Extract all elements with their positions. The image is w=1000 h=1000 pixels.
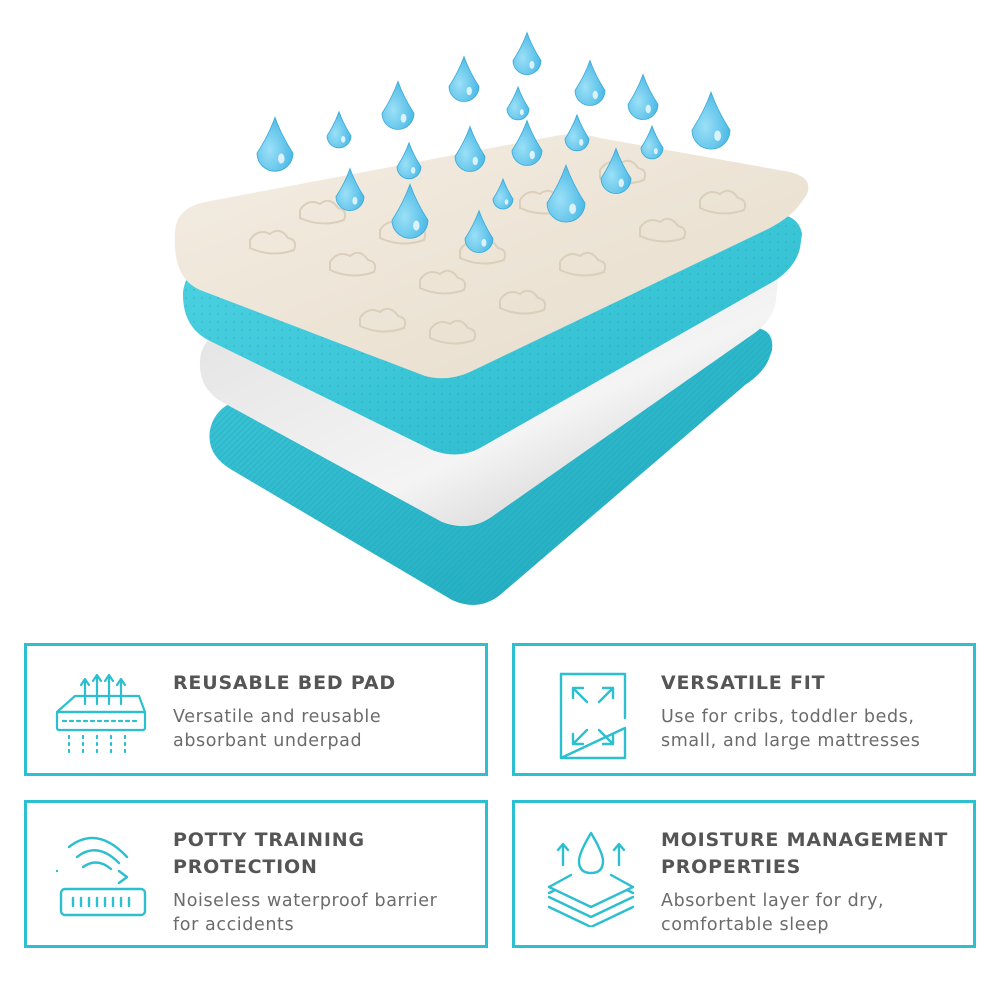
feature-card-versatile-fit: VERSATILE FIT Use for cribs, toddler bed… (512, 643, 976, 776)
mattress-breathable-icon (55, 673, 147, 756)
water-drop-highlight (352, 196, 358, 205)
feature-description: Noiseless waterproof barrier for acciden… (173, 891, 438, 935)
water-drop-highlight (413, 220, 420, 231)
water-drop-icon (511, 119, 543, 166)
water-drop-highlight (481, 238, 487, 247)
water-drop-highlight (645, 104, 651, 114)
water-drop-highlight (411, 167, 416, 174)
water-drop-icon (640, 124, 664, 160)
feature-card-moisture: MOISTURE MANAGEMENT PROPERTIES Absorbent… (512, 800, 976, 948)
water-drop-icon (627, 73, 659, 120)
water-drop-highlight (529, 150, 535, 160)
water-drop-icon (691, 90, 731, 150)
water-drop-highlight (529, 60, 535, 69)
water-drop-icon (512, 31, 542, 75)
feature-title: POTTY TRAINING PROTECTION (173, 829, 365, 878)
feature-card-reusable: REUSABLE BED PAD Versatile and reusable … (24, 643, 488, 776)
water-drop-icon (396, 141, 422, 180)
water-drop-highlight (714, 130, 722, 142)
water-drop-highlight (653, 148, 658, 155)
silent-pad-icon (55, 836, 147, 917)
water-drop-highlight (579, 139, 584, 146)
feature-title: MOISTURE MANAGEMENT PROPERTIES (661, 829, 949, 878)
water-drop-icon (574, 59, 606, 106)
water-drop-highlight (278, 153, 285, 164)
water-drop-highlight (519, 109, 524, 116)
water-drop-icon (448, 55, 480, 102)
feature-description: Absorbent layer for dry, comfortable sle… (661, 891, 885, 935)
moisture-layers-icon (547, 831, 635, 927)
feature-description: Use for cribs, toddler beds, small, and … (661, 707, 921, 751)
feature-card-potty-training: POTTY TRAINING PROTECTION Noiseless wate… (24, 800, 488, 948)
water-drop-icon (564, 113, 590, 152)
water-drop-highlight (400, 113, 407, 123)
feature-title: REUSABLE BED PAD (173, 672, 396, 694)
bed-pad-layers-illustration (174, 31, 809, 605)
water-drop-highlight (341, 136, 346, 143)
water-drop-highlight (504, 199, 509, 205)
water-drop-icon (506, 85, 530, 121)
water-drop-highlight (472, 156, 478, 166)
water-drop-highlight (592, 90, 598, 100)
expand-arrows-icon (559, 672, 627, 760)
water-drop-icon (256, 115, 294, 172)
water-drop-icon (454, 125, 486, 172)
feature-description: Versatile and reusable absorbant underpa… (173, 707, 382, 751)
water-drop-icon (381, 80, 415, 130)
water-drops (256, 31, 731, 253)
water-drop-highlight (466, 86, 472, 96)
water-drop-highlight (618, 178, 624, 188)
feature-title: VERSATILE FIT (661, 672, 826, 694)
water-drop-highlight (569, 203, 577, 215)
water-drop-icon (326, 110, 352, 149)
